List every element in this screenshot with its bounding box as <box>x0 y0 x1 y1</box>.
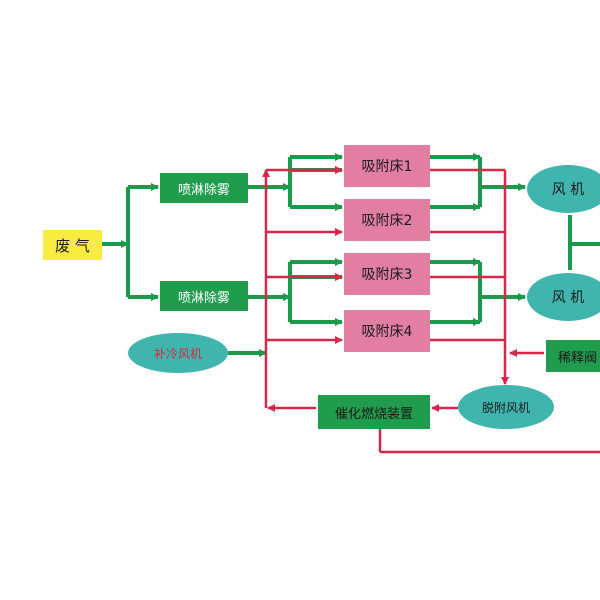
adsorption-bed-3: 吸附床3 <box>344 253 430 295</box>
desorption-fan-node: 脱附风机 <box>458 385 554 429</box>
desorption-fan-label: 脱附风机 <box>481 400 530 415</box>
catalytic-combustion-label: 催化燃烧装置 <box>334 406 413 422</box>
fan-node-1: 风 机 <box>527 165 600 213</box>
spray-defog-label-1: 喷淋除雾 <box>177 182 230 198</box>
adsorption-bed-label-2: 吸附床2 <box>361 213 413 229</box>
cooling-fan-node: 补冷风机 <box>128 333 228 373</box>
dilution-valve-node: 稀释阀 <box>546 340 600 372</box>
fan-label-2: 风 机 <box>551 290 585 306</box>
spray-defog-node-1: 喷淋除雾 <box>160 173 248 203</box>
adsorption-bed-1: 吸附床1 <box>344 145 430 187</box>
adsorption-bed-label-1: 吸附床1 <box>361 159 413 175</box>
fan-node-2: 风 机 <box>527 273 600 321</box>
adsorption-bed-2: 吸附床2 <box>344 199 430 241</box>
adsorption-bed-label-3: 吸附床3 <box>361 267 413 283</box>
cooling-fan-label: 补冷风机 <box>153 346 202 361</box>
spray-defog-label-2: 喷淋除雾 <box>177 290 230 306</box>
spray-defog-node-2: 喷淋除雾 <box>160 281 248 311</box>
fan-label-1: 风 机 <box>551 182 585 198</box>
waste-gas-label: 废 气 <box>55 236 90 255</box>
catalytic-combustion-node: 催化燃烧装置 <box>318 395 430 429</box>
adsorption-bed-label-4: 吸附床4 <box>361 324 413 340</box>
waste-gas-node: 废 气 <box>43 230 102 260</box>
dilution-valve-label: 稀释阀 <box>558 350 598 366</box>
adsorption-bed-4: 吸附床4 <box>344 310 430 352</box>
